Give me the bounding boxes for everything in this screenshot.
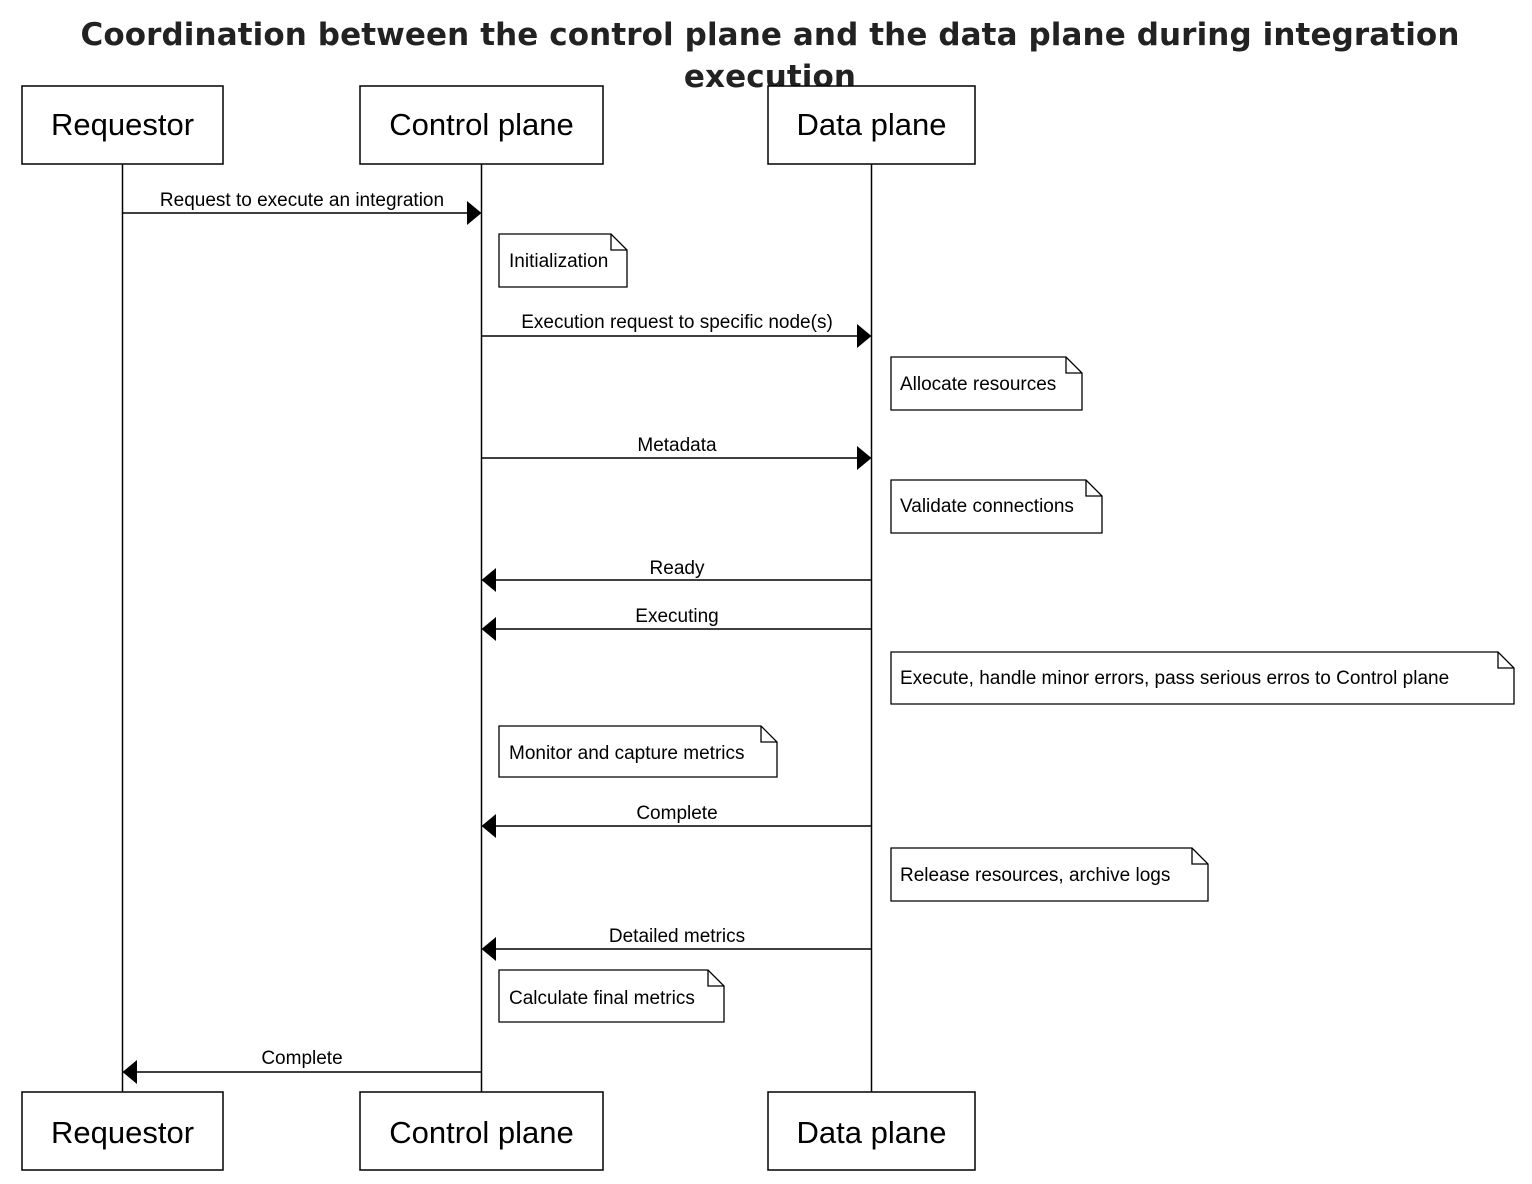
message-complete-requestor: Complete <box>122 1048 482 1084</box>
message-label: Execution request to specific node(s) <box>521 312 833 333</box>
participant-label: Requestor <box>51 1115 194 1150</box>
participant-requestor-top: Requestor <box>21 85 224 165</box>
participant-control-plane-bottom: Control plane <box>359 1091 604 1171</box>
diagram-title: Coordination between the control plane a… <box>80 17 1460 95</box>
arrow-right-icon <box>467 201 482 225</box>
message-label: Complete <box>261 1048 342 1069</box>
message-detailed-metrics: Detailed metrics <box>481 926 872 961</box>
message-execution-request: Execution request to specific node(s) <box>481 312 872 348</box>
message-ready: Ready <box>481 558 872 592</box>
participant-control-plane-top: Control plane <box>359 85 604 165</box>
message-metadata: Metadata <box>481 435 872 470</box>
note-execute: Execute, handle minor errors, pass serio… <box>890 651 1515 705</box>
note-initialization: Initialization <box>498 233 628 288</box>
arrow-left-icon <box>481 937 496 961</box>
message-label: Ready <box>650 558 705 579</box>
participant-label: Data plane <box>797 1115 947 1150</box>
participant-data-plane-bottom: Data plane <box>767 1091 976 1171</box>
note-text: Calculate final metrics <box>509 988 695 1009</box>
message-request-execute: Request to execute an integration <box>122 190 482 225</box>
arrow-right-icon <box>857 446 872 470</box>
arrow-left-icon <box>122 1060 137 1084</box>
participant-label: Control plane <box>389 1115 573 1150</box>
message-label: Detailed metrics <box>609 926 745 947</box>
arrow-left-icon <box>481 568 496 592</box>
note-text: Monitor and capture metrics <box>509 743 745 764</box>
note-text: Release resources, archive logs <box>900 865 1170 886</box>
note-validate-connections: Validate connections <box>890 479 1103 534</box>
participant-label: Data plane <box>797 107 947 142</box>
participant-requestor-bottom: Requestor <box>21 1091 224 1171</box>
note-calculate-final-metrics: Calculate final metrics <box>498 969 725 1023</box>
note-allocate-resources: Allocate resources <box>890 356 1083 411</box>
participant-label: Control plane <box>389 107 573 142</box>
note-monitor-metrics: Monitor and capture metrics <box>498 725 778 778</box>
note-text: Execute, handle minor errors, pass serio… <box>900 668 1449 689</box>
message-executing: Executing <box>481 606 872 641</box>
message-complete-data: Complete <box>481 803 872 838</box>
message-label: Executing <box>635 606 718 627</box>
note-text: Validate connections <box>900 496 1074 517</box>
arrow-left-icon <box>481 617 496 641</box>
participant-data-plane-top: Data plane <box>767 85 976 165</box>
note-text: Initialization <box>509 251 608 272</box>
participant-label: Requestor <box>51 107 194 142</box>
message-label: Metadata <box>637 435 717 456</box>
note-text: Allocate resources <box>900 374 1056 395</box>
note-release-resources: Release resources, archive logs <box>890 847 1209 902</box>
message-label: Complete <box>636 803 717 824</box>
message-label: Request to execute an integration <box>160 190 444 211</box>
arrow-left-icon <box>481 814 496 838</box>
arrow-right-icon <box>857 324 872 348</box>
